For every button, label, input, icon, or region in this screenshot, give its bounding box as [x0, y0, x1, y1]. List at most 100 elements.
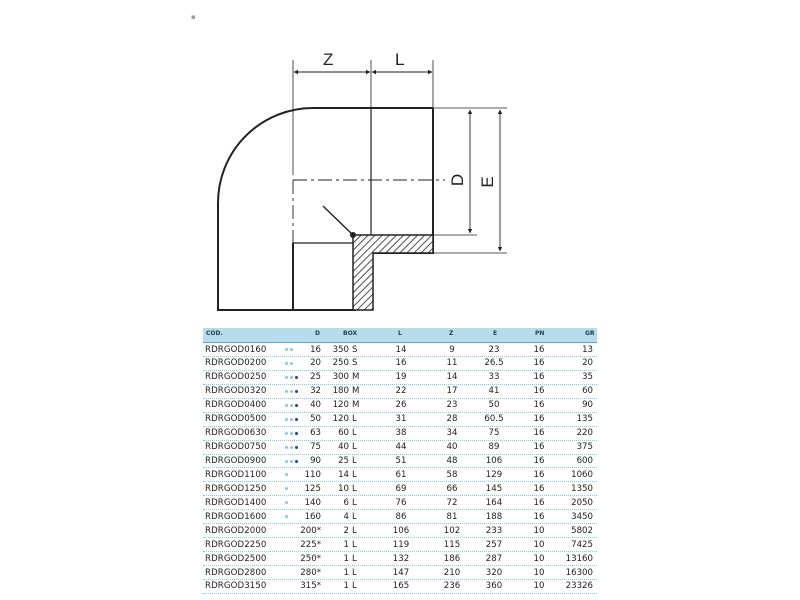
- cell-e: 60.5: [484, 414, 504, 425]
- cell-code: RDRGOD0750: [205, 442, 267, 453]
- cell-l: 51: [395, 456, 407, 466]
- cell-gr: 13160: [565, 553, 593, 564]
- cell-gr: 135: [576, 414, 593, 425]
- cell-pn: 16: [533, 469, 545, 480]
- cell-d: 110: [304, 469, 321, 480]
- cell-pn: 16: [533, 442, 545, 453]
- cell-e: 257: [485, 539, 503, 550]
- cell-d: 200*: [300, 525, 321, 536]
- availability-dot-icon: [290, 389, 293, 393]
- cell-l: 86: [395, 511, 407, 522]
- cell-l: 69: [395, 483, 407, 494]
- cell-pn: 16: [533, 400, 545, 411]
- cell-d: 90: [310, 456, 321, 466]
- cell-e: 41: [488, 386, 500, 397]
- cell-box: 120: [332, 400, 349, 411]
- availability-dot-icon: [295, 445, 298, 449]
- cell-gr: 13: [582, 344, 593, 355]
- cell-box: 1: [343, 553, 349, 564]
- col-e: E: [493, 330, 498, 337]
- cell-z: 236: [443, 581, 461, 592]
- availability-dot-icon: [295, 403, 298, 407]
- cell-box-unit: M: [352, 400, 360, 411]
- cell-pn: 16: [533, 428, 545, 439]
- cell-code: RDRGOD0500: [205, 414, 267, 425]
- availability-dot-icon: [295, 417, 298, 421]
- e-label: E: [478, 176, 497, 187]
- cell-z: 17: [446, 386, 458, 397]
- cell-l: 38: [395, 428, 407, 439]
- cell-l: 132: [392, 553, 410, 564]
- cell-box: 1: [343, 567, 349, 578]
- availability-dot-icon: [290, 459, 293, 463]
- cell-z: 28: [446, 414, 458, 425]
- cell-box-unit: L: [352, 581, 357, 592]
- availability-dot-icon: [290, 348, 293, 351]
- cell-code: RDRGOD0900: [205, 456, 267, 466]
- cell-code: RDRGOD2000: [205, 525, 267, 536]
- cell-pn: 16: [533, 483, 545, 494]
- cell-code: RDRGOD0250: [205, 372, 267, 383]
- elbow-fitting-drawing: Z L D E: [217, 50, 507, 311]
- elbow-outline: [217, 107, 433, 311]
- cell-code: RDRGOD1100: [205, 469, 267, 480]
- col-l: L: [398, 330, 402, 337]
- wall-section-hatch: [352, 234, 434, 311]
- cell-l: 44: [395, 442, 407, 453]
- cell-code: RDRGOD0200: [205, 358, 267, 369]
- cell-e: 360: [485, 581, 503, 592]
- cell-d: 225*: [300, 539, 321, 550]
- cell-code: RDRGOD2800: [205, 567, 267, 578]
- cell-gr: 220: [576, 428, 593, 439]
- cell-code: RDRGOD0320: [205, 386, 267, 397]
- cell-box: 1: [343, 581, 349, 592]
- col-d: D: [315, 330, 320, 337]
- cell-l: 19: [395, 372, 407, 383]
- cell-z: 58: [446, 469, 458, 480]
- cell-z: 23: [446, 400, 458, 411]
- cell-e: 164: [485, 497, 503, 508]
- cell-box: 2: [343, 525, 349, 536]
- cell-e: 89: [488, 442, 500, 453]
- availability-dots: [285, 473, 290, 477]
- cell-e: 33: [488, 372, 500, 383]
- cell-gr: 5802: [571, 525, 593, 536]
- col-z: Z: [449, 330, 454, 337]
- cell-gr: 2050: [571, 497, 593, 508]
- cell-d: 75: [310, 442, 321, 453]
- cell-box: 4: [343, 511, 349, 522]
- cell-box: 250: [332, 358, 349, 369]
- availability-dots: [285, 389, 300, 394]
- cell-pn: 16: [533, 386, 545, 397]
- cell-e: 23: [488, 344, 500, 355]
- cell-z: 186: [443, 553, 461, 564]
- cell-gr: 20: [582, 358, 593, 369]
- availability-dot-icon: [290, 375, 293, 379]
- cell-box: 180: [332, 386, 349, 397]
- availability-dot-icon: [295, 375, 298, 379]
- scan-mark: ▪: [191, 13, 196, 21]
- cell-gr: 90: [582, 400, 593, 411]
- availability-dots: [285, 361, 295, 366]
- cell-d: 160: [304, 511, 321, 522]
- cell-code: RDRGOD0630: [205, 428, 267, 439]
- cell-box: 1: [343, 539, 349, 550]
- cell-box-unit: S: [352, 344, 358, 355]
- cell-l: 165: [392, 581, 410, 592]
- cell-gr: 60: [582, 386, 593, 397]
- cell-d: 63: [310, 428, 321, 439]
- availability-dots: [285, 515, 290, 519]
- cell-e: 106: [485, 456, 503, 466]
- cell-e: 129: [485, 469, 503, 480]
- cell-pn: 10: [533, 539, 545, 550]
- cell-box-unit: L: [352, 456, 357, 466]
- cell-box-unit: L: [352, 483, 357, 494]
- cell-box: 300: [332, 372, 349, 383]
- cell-box: 10: [338, 483, 349, 494]
- l-label: L: [395, 50, 404, 69]
